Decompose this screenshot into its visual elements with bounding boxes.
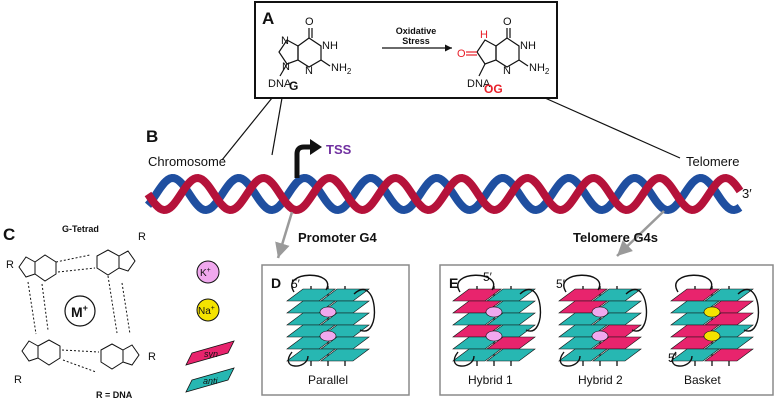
chromosome-label: Chromosome bbox=[148, 154, 226, 169]
hybrid2-five-prime: 5′ bbox=[556, 277, 566, 291]
oxidative-label: Oxidative bbox=[396, 26, 437, 36]
og-nh: NH bbox=[520, 40, 536, 52]
stress-label: Stress bbox=[402, 36, 430, 46]
metal-ion-circle bbox=[64, 295, 96, 327]
cation-icon bbox=[703, 306, 721, 318]
potassium-label: K+ bbox=[200, 267, 211, 279]
blue-strand bbox=[144, 173, 743, 215]
g-n3: N bbox=[305, 65, 313, 77]
loop-line bbox=[559, 351, 581, 367]
og-nh2: NH2 bbox=[529, 62, 550, 76]
r-bottom-left: R bbox=[14, 374, 22, 386]
g-nh2: NH2 bbox=[331, 62, 352, 76]
oxoguanine-structure bbox=[466, 28, 529, 77]
telomere-label: Telomere bbox=[686, 154, 739, 169]
og-label: OG bbox=[484, 82, 503, 96]
cation-icon bbox=[591, 306, 609, 318]
loop-line bbox=[671, 351, 693, 367]
tss-label: TSS bbox=[326, 142, 352, 157]
hybrid1-g4-topology bbox=[452, 274, 542, 367]
g-n7: N bbox=[281, 35, 289, 47]
tetrad-layer-tile bbox=[452, 348, 502, 362]
metal-ion-label: M+ bbox=[71, 303, 88, 320]
tetrad-layer-tile bbox=[592, 348, 642, 362]
tetrad-layer-tile bbox=[486, 348, 536, 362]
tss-arrowhead bbox=[310, 139, 322, 155]
og-top-oxygen: O bbox=[503, 16, 512, 28]
panel-a-letter: A bbox=[262, 9, 274, 28]
loop-line bbox=[519, 289, 542, 332]
syn-label: syn bbox=[204, 349, 218, 359]
anti-tile-icon bbox=[185, 367, 235, 393]
g-oxygen: O bbox=[305, 16, 314, 28]
red-strand bbox=[144, 173, 744, 215]
cation-icon bbox=[319, 306, 337, 318]
loop-line bbox=[457, 274, 495, 293]
loop-line bbox=[287, 351, 309, 367]
hybrid2-label: Hybrid 2 bbox=[578, 373, 623, 387]
hybrid2-g4-topology bbox=[558, 274, 648, 367]
og-h: H bbox=[480, 29, 488, 41]
telomere-arrow bbox=[616, 210, 665, 257]
potassium-ion-icon bbox=[196, 260, 220, 284]
panel-a: A O NH N N N NH2 DNA G Oxidative Stress bbox=[254, 1, 558, 99]
tetrad-layer-tile bbox=[286, 348, 336, 362]
og-dna: DNA bbox=[467, 78, 491, 90]
panel-d-five-prime: 5′ bbox=[291, 277, 301, 291]
panel-c-letter: C bbox=[3, 225, 15, 244]
loop-line bbox=[453, 351, 475, 367]
g-nh: NH bbox=[322, 40, 338, 52]
r-top-left: R bbox=[6, 259, 14, 271]
loop-line bbox=[563, 274, 601, 293]
loop-line bbox=[353, 289, 376, 332]
tetrad-layer-tile bbox=[704, 348, 754, 362]
og-oxygen: O bbox=[457, 48, 466, 60]
basket-label: Basket bbox=[684, 373, 721, 387]
cation-icon bbox=[485, 306, 503, 318]
g-n9: N bbox=[282, 61, 290, 73]
tss-arrow bbox=[294, 144, 312, 178]
parallel-g4-topology bbox=[286, 274, 376, 367]
callout-lines bbox=[221, 97, 681, 161]
loop-line bbox=[737, 289, 760, 332]
tetrad-layer-tile bbox=[558, 348, 608, 362]
legend: K+ Na+ syn anti bbox=[185, 260, 235, 393]
loop-line bbox=[291, 274, 329, 293]
panel-b-letter: B bbox=[146, 127, 158, 146]
sodium-label: Na+ bbox=[198, 305, 215, 317]
sodium-ion-icon bbox=[196, 298, 220, 322]
promoter-g4-label: Promoter G4 bbox=[298, 230, 378, 245]
dna-double-helix bbox=[144, 173, 744, 215]
g-tetrad-title: G-Tetrad bbox=[62, 224, 99, 234]
loop-line bbox=[675, 274, 713, 293]
r-definition: R = DNA bbox=[96, 390, 133, 400]
r-top-right: R bbox=[138, 231, 146, 243]
telomere-g4s-label: Telomere G4s bbox=[573, 230, 658, 245]
tetrad-layer-tile bbox=[670, 348, 720, 362]
r-bottom-right: R bbox=[148, 351, 156, 363]
syn-tile-icon bbox=[185, 340, 235, 366]
hybrid1-label: Hybrid 1 bbox=[468, 373, 513, 387]
cation-icon bbox=[591, 330, 609, 342]
three-prime-label: 3′ bbox=[742, 186, 752, 201]
guanine-structure bbox=[278, 28, 331, 77]
cation-icon bbox=[703, 330, 721, 342]
panel-d-letter: D bbox=[271, 275, 281, 291]
loop-line bbox=[625, 289, 648, 332]
basket-g4-topology bbox=[670, 274, 760, 367]
tetrad-layer-tile bbox=[320, 348, 370, 362]
g-dna: DNA bbox=[268, 78, 292, 90]
anti-label: anti bbox=[203, 376, 219, 386]
cation-icon bbox=[485, 330, 503, 342]
og-n3: N bbox=[503, 65, 511, 77]
panel-e-letter: E bbox=[449, 275, 458, 291]
promoter-arrow bbox=[275, 211, 294, 259]
g-tetrad-structure bbox=[18, 249, 140, 373]
cation-icon bbox=[319, 330, 337, 342]
g-label: G bbox=[289, 79, 298, 93]
parallel-label: Parallel bbox=[308, 373, 348, 387]
